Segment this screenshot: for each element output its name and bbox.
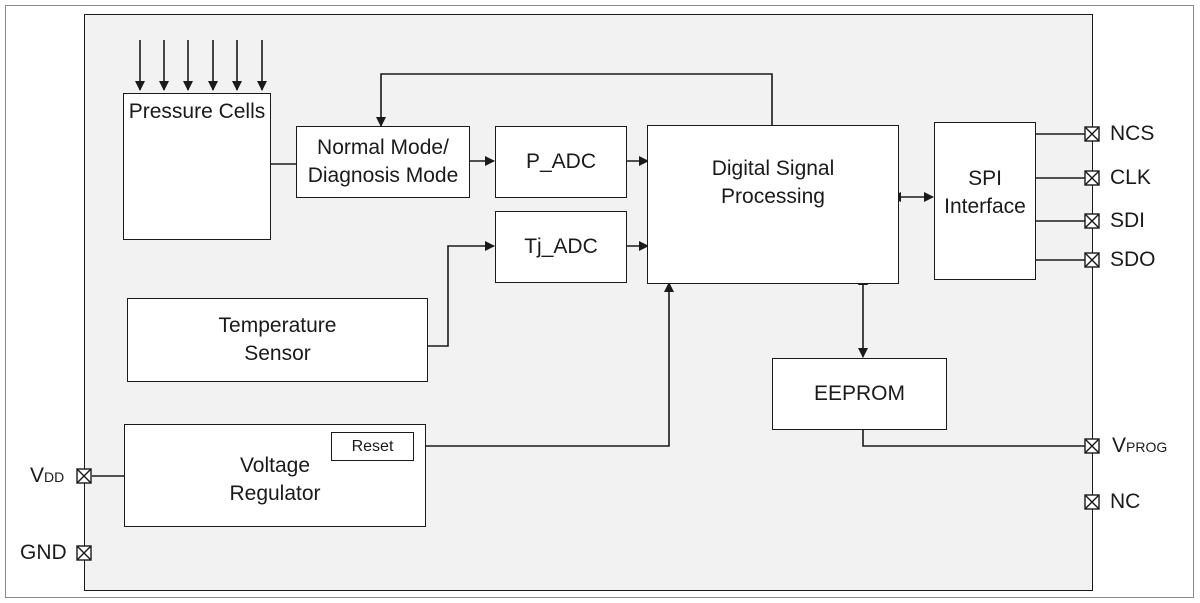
- pin-nc-text: NC: [1110, 490, 1141, 513]
- mode-select-block: Normal Mode/ Diagnosis Mode: [296, 126, 470, 198]
- pin-terminal-nc: [1084, 494, 1100, 510]
- pressure-input-arrows: [135, 40, 267, 91]
- temperature-sensor-block: Temperature Sensor: [127, 298, 428, 382]
- eeprom-block: EEPROM: [772, 358, 947, 430]
- wire-dsp-feedback-to-mode: [376, 73, 773, 127]
- pin-vprog-main: V: [1112, 434, 1127, 457]
- pin-sdi-text: SDI: [1110, 209, 1146, 232]
- pin-terminal-vprog: [1084, 438, 1100, 454]
- pin-label-sdi: SDI: [1110, 209, 1145, 233]
- pin-terminal-gnd: [76, 545, 92, 561]
- wire-temp-to-tjadc: [427, 241, 495, 347]
- pin-terminal-vdd: [76, 468, 92, 484]
- p-adc-label: P_ADC: [525, 150, 597, 173]
- pin-vdd-sub: DD: [44, 469, 65, 485]
- pin-clk-text: CLK: [1110, 166, 1151, 189]
- pin-label-sdo: SDO: [1110, 248, 1156, 272]
- spi-interface-block: SPI Interface: [934, 122, 1036, 280]
- pin-gnd-text: GND: [20, 541, 67, 564]
- pin-terminal-sdi: [1084, 213, 1100, 229]
- wire-reset-to-dsp: [413, 282, 674, 447]
- dsp-label: Digital Signal Processing: [711, 156, 835, 208]
- pin-label-nc: NC: [1110, 490, 1140, 514]
- wire-eeprom-to-vprog: [862, 430, 1085, 447]
- figure-frame: [5, 5, 1194, 598]
- p-adc-block: P_ADC: [495, 126, 627, 198]
- pin-sdo-text: SDO: [1110, 248, 1156, 271]
- pin-label-vprog: VPROG: [1112, 434, 1167, 459]
- reset-block: Reset: [331, 432, 414, 461]
- spi-interface-label: SPI Interface: [944, 167, 1026, 218]
- pin-terminal-sdo: [1084, 252, 1100, 268]
- pin-terminal-clk: [1084, 170, 1100, 186]
- pin-label-gnd: GND: [20, 541, 67, 565]
- temperature-sensor-label: Temperature Sensor: [218, 314, 337, 365]
- eeprom-label: EEPROM: [813, 382, 905, 405]
- reset-label: Reset: [351, 437, 394, 455]
- tj-adc-block: Tj_ADC: [495, 211, 627, 283]
- pin-vdd-main: V: [30, 464, 45, 487]
- mode-select-label: Normal Mode/ Diagnosis Mode: [307, 136, 459, 187]
- pressure-cells-block: Pressure Cells: [123, 93, 271, 240]
- pin-label-ncs: NCS: [1110, 122, 1154, 146]
- tj-adc-label: Tj_ADC: [524, 235, 598, 258]
- voltage-regulator-label: Voltage Regulator: [229, 453, 321, 505]
- pin-vprog-sub: PROG: [1126, 439, 1168, 455]
- pin-label-vdd: VDD: [30, 464, 64, 489]
- pin-label-clk: CLK: [1110, 166, 1151, 190]
- dsp-block: Digital Signal Processing: [647, 125, 899, 284]
- pin-ncs-text: NCS: [1110, 122, 1155, 145]
- pin-terminal-ncs: [1084, 126, 1100, 142]
- pressure-cells-label: Pressure Cells: [128, 100, 266, 123]
